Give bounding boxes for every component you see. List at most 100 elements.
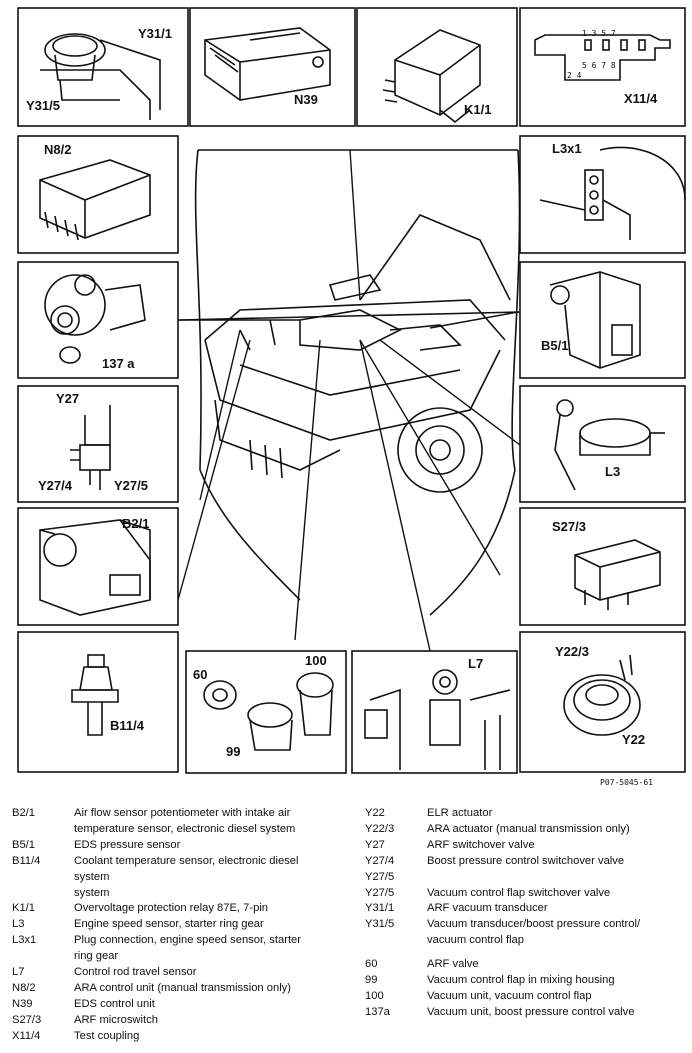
legend-entry: X11/4 Test coupling (12, 1029, 342, 1045)
legend-description: Vacuum control flap switchover valve (427, 886, 685, 902)
legend-gap (365, 949, 685, 957)
legend-code: X11/4 (12, 1029, 41, 1042)
panel-l3x1 (519, 135, 686, 254)
legend-left: B2/1 Air flow sensor potentiometer with i… (12, 806, 342, 1045)
panel-n8-2 (17, 135, 179, 254)
legend-description-line: Vacuum control flap switchover valve (427, 886, 611, 899)
callout-b11-4: B11/4 (110, 718, 145, 733)
legend-code: S27/3 (12, 1013, 42, 1026)
legend-entry: system (12, 886, 342, 902)
legend-description: Air flow sensor potentiometer with intak… (74, 806, 342, 838)
legend-code: 60 (365, 958, 378, 971)
legend-code: Y27 (365, 838, 385, 851)
legend-description: ARA control unit (manual transmission on… (74, 981, 342, 997)
legend-description-line: EDS control unit (74, 997, 155, 1010)
legend-description-line: Vacuum unit, boost pressure control valv… (427, 1005, 635, 1018)
callout-n8-2: N8/2 (44, 142, 71, 157)
legend-description: Control rod travel sensor (74, 965, 342, 981)
legend-description: ARF switchover valve (427, 838, 685, 854)
legend-description: EDS control unit (74, 997, 342, 1013)
panel-n39 (189, 7, 356, 127)
legend-description-line: Plug connection, engine speed sensor, st… (74, 934, 302, 947)
legend-description-line: Air flow sensor potentiometer with intak… (74, 807, 291, 819)
panel-y22 (519, 631, 686, 773)
callout-l7: L7 (468, 656, 483, 671)
legend-description: Vacuum control flap in mixing housing (427, 973, 685, 989)
legend-entry: B5/1 EDS pressure sensor (12, 838, 342, 854)
callout-y27: Y27 (56, 391, 79, 406)
legend-description-line: system (74, 886, 110, 899)
legend-code: Y27/4 (365, 854, 395, 867)
legend-code: B5/1 (12, 838, 36, 851)
callout-b5-1: B5/1 (541, 338, 568, 353)
legend-code: L3 (12, 918, 25, 931)
x11-4-pins-mid: 5 6 7 8 (582, 61, 616, 70)
legend-description-line: temperature sensor, electronic diesel sy… (74, 822, 296, 835)
callout-x11-4: X11/4 (624, 91, 658, 106)
legend-description: ARA actuator (manual transmission only) (427, 822, 685, 838)
legend-description: ARF valve (427, 957, 685, 973)
legend-code: B2/1 (12, 807, 36, 819)
x11-4-pins-top: 1 3 5 7 (582, 29, 616, 38)
legend-entry: N39 EDS control unit (12, 997, 342, 1013)
legend-description-line: Vacuum unit, vacuum control flap (427, 989, 592, 1002)
legend-description-line: Overvoltage protection relay 87E, 7-pin (74, 902, 269, 915)
legend-description-line: Vacuum control flap in mixing housing (427, 974, 615, 987)
panel-x11-4 (519, 7, 686, 127)
legend-description-line: system (74, 870, 110, 883)
legend-description: ARF microswitch (74, 1013, 342, 1029)
legend-code: 99 (365, 974, 378, 987)
callout-137a: 137 a (102, 356, 135, 371)
panel-y27 (17, 385, 179, 503)
callout-100: 100 (305, 653, 327, 668)
legend-entry: 137a Vacuum unit, boost pressure control … (365, 1005, 685, 1021)
callout-n39: N39 (294, 92, 318, 107)
panel-l3 (519, 385, 686, 503)
legend-entry: Y27/5 Vacuum control flap switchover valv… (365, 886, 685, 902)
legend-entry: B2/1 Air flow sensor potentiometer with i… (12, 806, 342, 838)
legend-code: Y27/5 (365, 886, 395, 899)
figure-reference: P07-5045-61 (600, 778, 653, 787)
legend-code: Y27/5 (365, 870, 395, 883)
callout-y31-1: Y31/1 (138, 26, 172, 41)
legend-description-line: Control rod travel sensor (74, 966, 197, 979)
callout-y27-4: Y27/4 (38, 478, 73, 493)
callout-y27-5: Y27/5 (114, 478, 148, 493)
legend-entry: S27/3 ARF microswitch (12, 1013, 342, 1029)
panel-s27-3 (519, 507, 686, 626)
callout-99: 99 (226, 744, 240, 759)
legend-description-line: ARF microswitch (74, 1013, 158, 1026)
component-location-diagram: Y31/1 Y31/5 N39 K1/1 1 3 5 7 5 6 7 8 2 4… (17, 7, 686, 787)
panel-b2-1 (17, 507, 179, 626)
legend-description: EDS pressure sensor (74, 838, 342, 854)
legend-code (12, 886, 74, 902)
panel-l7 (351, 650, 518, 774)
callout-s27-3: S27/3 (552, 519, 586, 534)
callout-k1-1: K1/1 (464, 102, 491, 117)
legend-code: 137a (365, 1005, 390, 1018)
panel-y31 (17, 7, 189, 127)
legend-description: Plug connection, engine speed sensor, st… (74, 933, 342, 965)
legend-code: Y31/5 (365, 918, 395, 931)
legend-description-line: ELR actuator (427, 807, 493, 819)
legend-description: Engine speed sensor, starter ring gear (74, 917, 342, 933)
leader-lines (177, 149, 521, 652)
legend-code: N39 (12, 997, 33, 1010)
legend-description-line: Test coupling (74, 1029, 140, 1042)
panel-b5-1 (519, 261, 686, 379)
legend-entry: L7 Control rod travel sensor (12, 965, 342, 981)
legend-description-line: Coolant temperature sensor, electronic d… (74, 854, 299, 867)
legend-description-line: Boost pressure control switchover valve (427, 854, 625, 867)
legend-code: Y31/1 (365, 902, 395, 915)
legend-code: L7 (12, 966, 25, 979)
legend-code: L3x1 (12, 934, 37, 947)
panel-k1-1 (356, 7, 518, 127)
legend-code: K1/1 (12, 902, 36, 915)
